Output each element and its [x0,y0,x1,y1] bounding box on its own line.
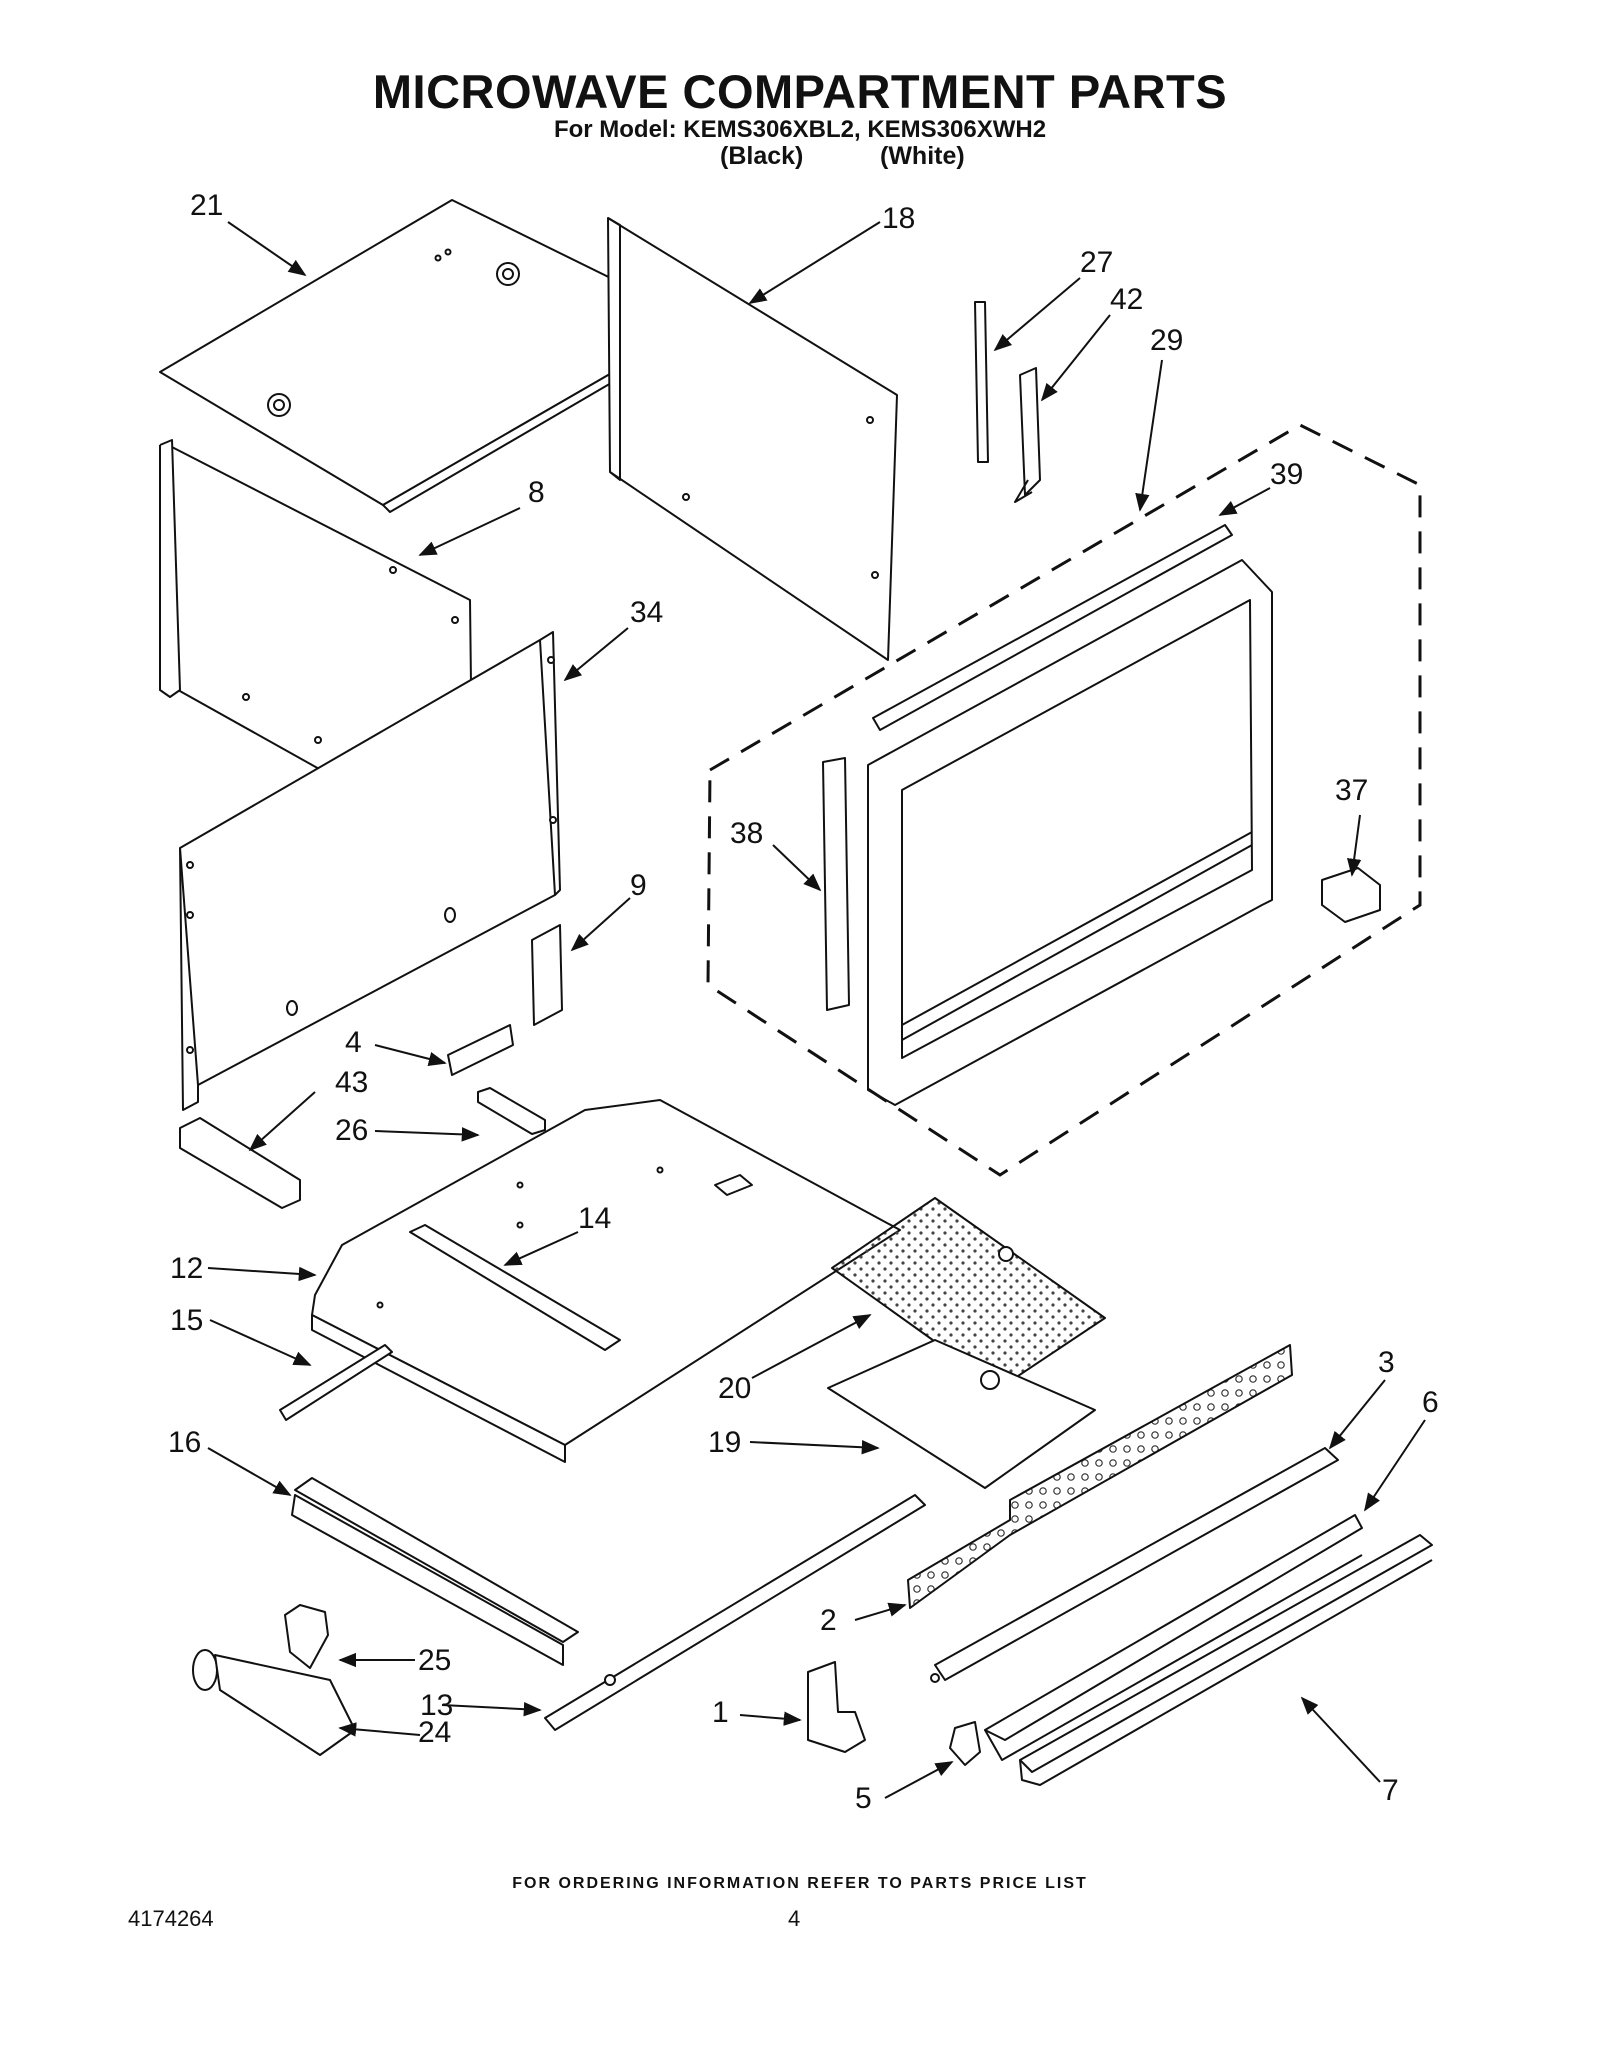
callout-15: 15 [170,1304,203,1337]
part-16-rail [291,1477,579,1666]
part-12-base-plate [311,1099,901,1463]
part-38-gasket [822,757,850,1011]
callout-7: 7 [1382,1774,1399,1807]
callout-16: 16 [168,1426,201,1459]
callout-8: 8 [528,476,545,509]
callout-42: 42 [1110,283,1143,316]
callout-14: 14 [578,1202,611,1235]
part-39-frame-top-bar [872,524,1233,731]
part-2-perforated-strip [907,1344,1293,1609]
callout-24: 24 [418,1716,451,1749]
part-7-channel [1019,1534,1433,1786]
part-6-channel [984,1514,1363,1761]
page-number: 4 [788,1906,801,1931]
callout-5: 5 [855,1782,872,1815]
callout-2: 2 [820,1604,837,1637]
callout-38: 38 [730,817,763,850]
part-15-rail [279,1344,393,1421]
part-42-strip [1014,367,1041,503]
part-3-channel [930,1447,1339,1683]
variant-black: (Black) [720,142,804,170]
frame-assembly-outline [706,423,1422,1177]
part-5-cap [949,1721,981,1766]
ordering-note: FOR ORDERING INFORMATION REFER TO PARTS … [512,1875,1088,1892]
variant-white: (White) [880,142,965,170]
part-14-rail [409,1224,621,1351]
part-19-plate [827,1339,1096,1489]
callout-13: 13 [420,1689,453,1722]
callout-19: 19 [708,1426,741,1459]
callout-37: 37 [1335,774,1368,807]
callout-4: 4 [345,1026,362,1059]
callout-9: 9 [630,869,647,902]
document-number: 4174264 [128,1906,214,1931]
callout-20: 20 [718,1372,751,1405]
part-4-bracket [447,1024,514,1076]
part-18-side-panel [607,217,898,661]
part-27-strip [974,301,989,463]
part-37-block [1321,867,1381,923]
part-9-block [531,924,563,1026]
callout-21: 21 [190,189,223,222]
part-34-rear-panel [179,631,561,1111]
page-title: MICROWAVE COMPARTMENT PARTS [372,65,1228,118]
part-1-clip [807,1661,866,1753]
leader-lines [207,221,1426,1799]
callout-26: 26 [335,1114,368,1147]
callout-1: 1 [712,1696,729,1729]
callout-12: 12 [170,1252,203,1285]
callout-18: 18 [882,202,915,235]
callout-3: 3 [1378,1346,1395,1379]
part-13-rail [544,1494,926,1731]
callout-6: 6 [1422,1386,1439,1419]
callouts: 21 18 27 42 29 39 8 34 38 37 9 4 43 26 1… [168,189,1439,1815]
part-29-frame [867,559,1273,1106]
callout-34: 34 [630,596,663,629]
callout-27: 27 [1080,246,1113,279]
callout-25: 25 [418,1644,451,1677]
model-line: For Model: KEMS306XBL2, KEMS306XWH2 [553,116,1047,143]
part-43-block [179,1117,301,1209]
callout-43: 43 [335,1066,368,1099]
part-24-bracket [192,1649,356,1756]
callout-29: 29 [1150,324,1183,357]
part-26-strip [477,1087,546,1135]
part-25-bracket [284,1604,329,1669]
callout-39: 39 [1270,458,1303,491]
